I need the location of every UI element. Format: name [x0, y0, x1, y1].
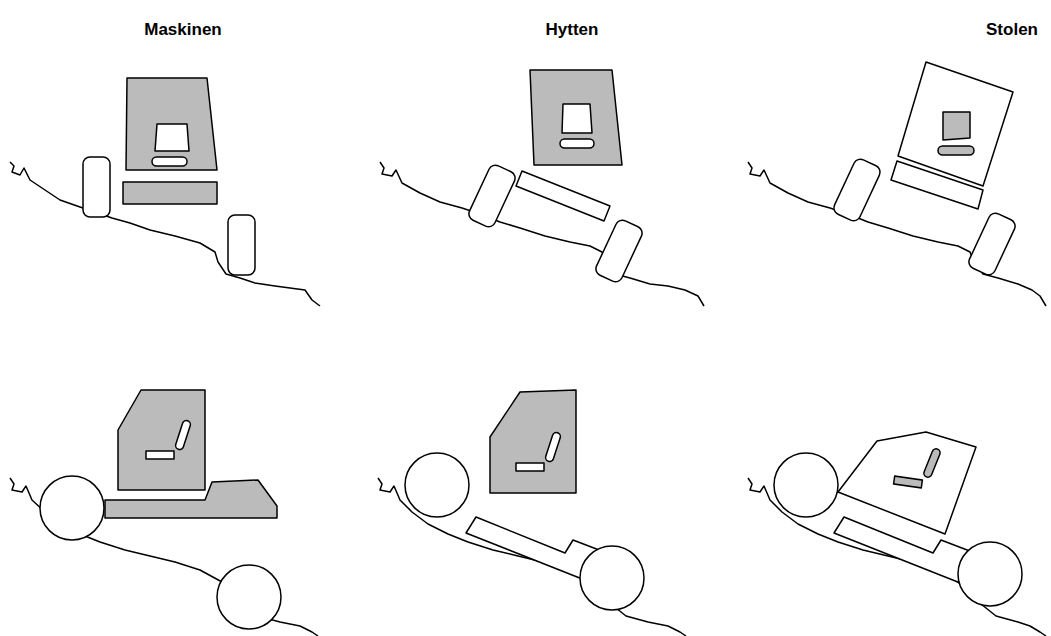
seat [894, 476, 923, 488]
front-view-seat-level [748, 62, 1046, 306]
base [123, 182, 217, 204]
base [516, 171, 610, 221]
cab [126, 78, 217, 170]
wheel [83, 157, 110, 217]
backrest [175, 419, 192, 450]
wheel [40, 476, 104, 540]
seat [152, 157, 187, 166]
column-heading: Maskinen [144, 20, 221, 40]
wheel [228, 215, 255, 275]
wheel [958, 542, 1022, 606]
window [155, 124, 189, 151]
terrain [380, 162, 704, 306]
seat [938, 146, 974, 155]
seat [146, 451, 174, 459]
wheel [832, 157, 883, 223]
window [943, 112, 970, 140]
wheel [967, 211, 1018, 277]
front-view-cab-level [380, 70, 704, 306]
base [891, 161, 983, 209]
backrest [545, 431, 562, 462]
column-heading: Hytten [546, 20, 599, 40]
wheel [580, 546, 644, 610]
window [562, 104, 592, 133]
cab [118, 390, 205, 490]
cab [490, 390, 576, 493]
front-view-machine [10, 78, 320, 306]
side-view-machine [10, 390, 318, 636]
terrain [748, 162, 1046, 306]
backrest [923, 448, 942, 479]
cab [530, 70, 622, 165]
wheel [217, 565, 281, 629]
seat [560, 139, 594, 148]
wheel [405, 453, 469, 517]
wheel [774, 453, 838, 517]
wheel [467, 163, 518, 229]
side-view-seat-level [748, 432, 1046, 636]
cab [838, 432, 976, 534]
column-heading: Stolen [986, 20, 1038, 40]
seat [516, 463, 544, 471]
wheel [594, 218, 645, 284]
base [105, 480, 277, 518]
terrain [10, 162, 320, 306]
side-view-cab-level [378, 390, 686, 636]
